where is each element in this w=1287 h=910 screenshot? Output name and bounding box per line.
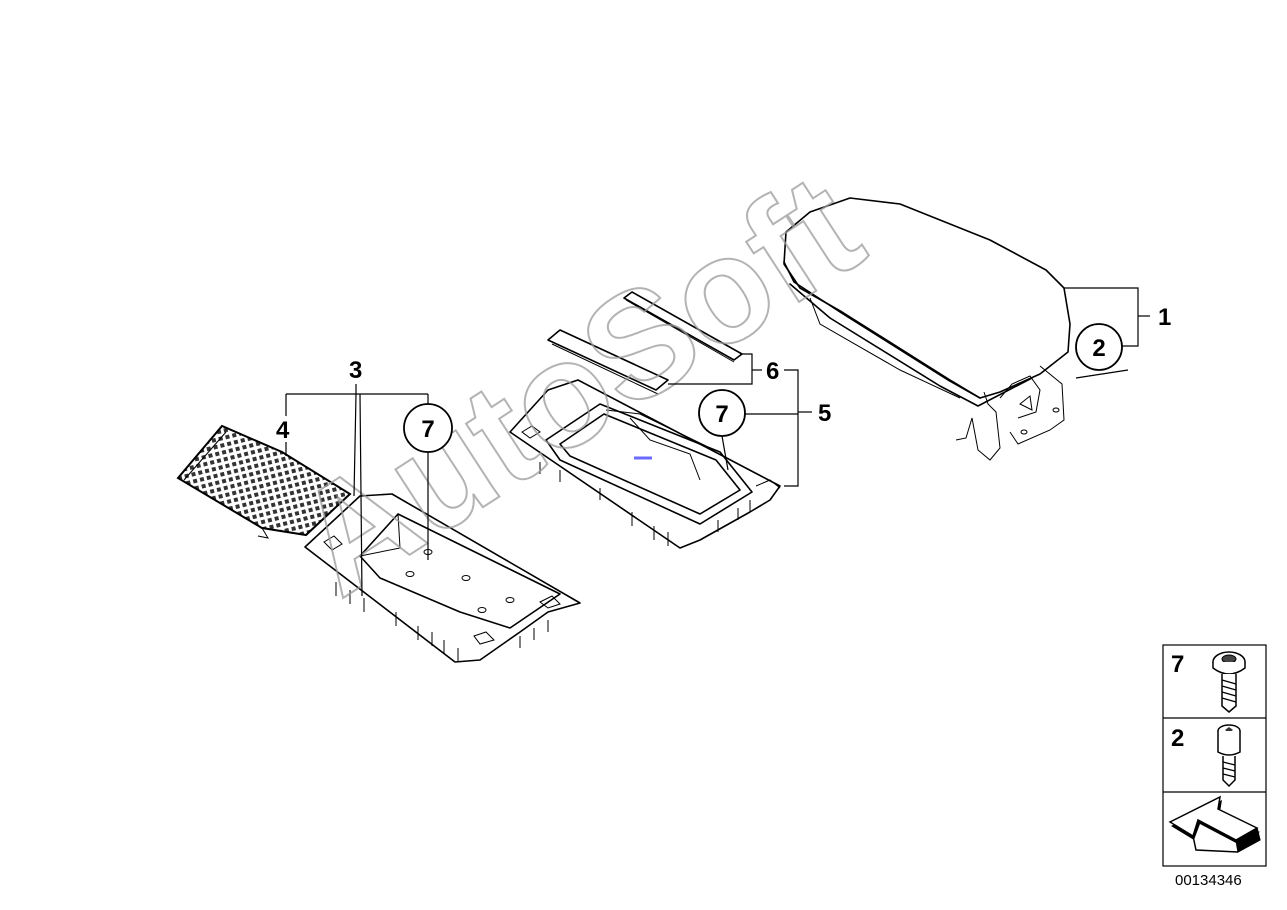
callout-3: 3	[349, 357, 362, 384]
diagram-number: 00134346	[1175, 872, 1242, 889]
callout-circles	[403, 323, 1123, 453]
callout-7-tray: 7	[421, 416, 434, 443]
callout-6: 6	[766, 358, 779, 385]
leader-lines	[285, 287, 1150, 597]
callout-4: 4	[276, 417, 290, 444]
part-3-tray-base	[304, 493, 581, 663]
part-1-armrest	[783, 197, 1071, 461]
orientation-arrow-icon	[1168, 795, 1261, 853]
socket-head-screw-icon	[1217, 724, 1241, 788]
callout-7-frame: 7	[715, 401, 728, 428]
legend-label-2: 2	[1171, 725, 1184, 752]
callout-5: 5	[818, 400, 831, 427]
torx-screw-icon	[1212, 651, 1246, 713]
callout-labels: 1 2 3 4 5 6 7 7	[276, 304, 1171, 444]
callout-2: 2	[1092, 335, 1105, 362]
legend-label-7: 7	[1171, 651, 1184, 678]
part-5-upper-frame	[509, 379, 781, 549]
part-4-insert-mat	[176, 424, 352, 539]
fastener-legend: 7 2	[1162, 644, 1267, 867]
callout-1: 1	[1158, 304, 1171, 331]
